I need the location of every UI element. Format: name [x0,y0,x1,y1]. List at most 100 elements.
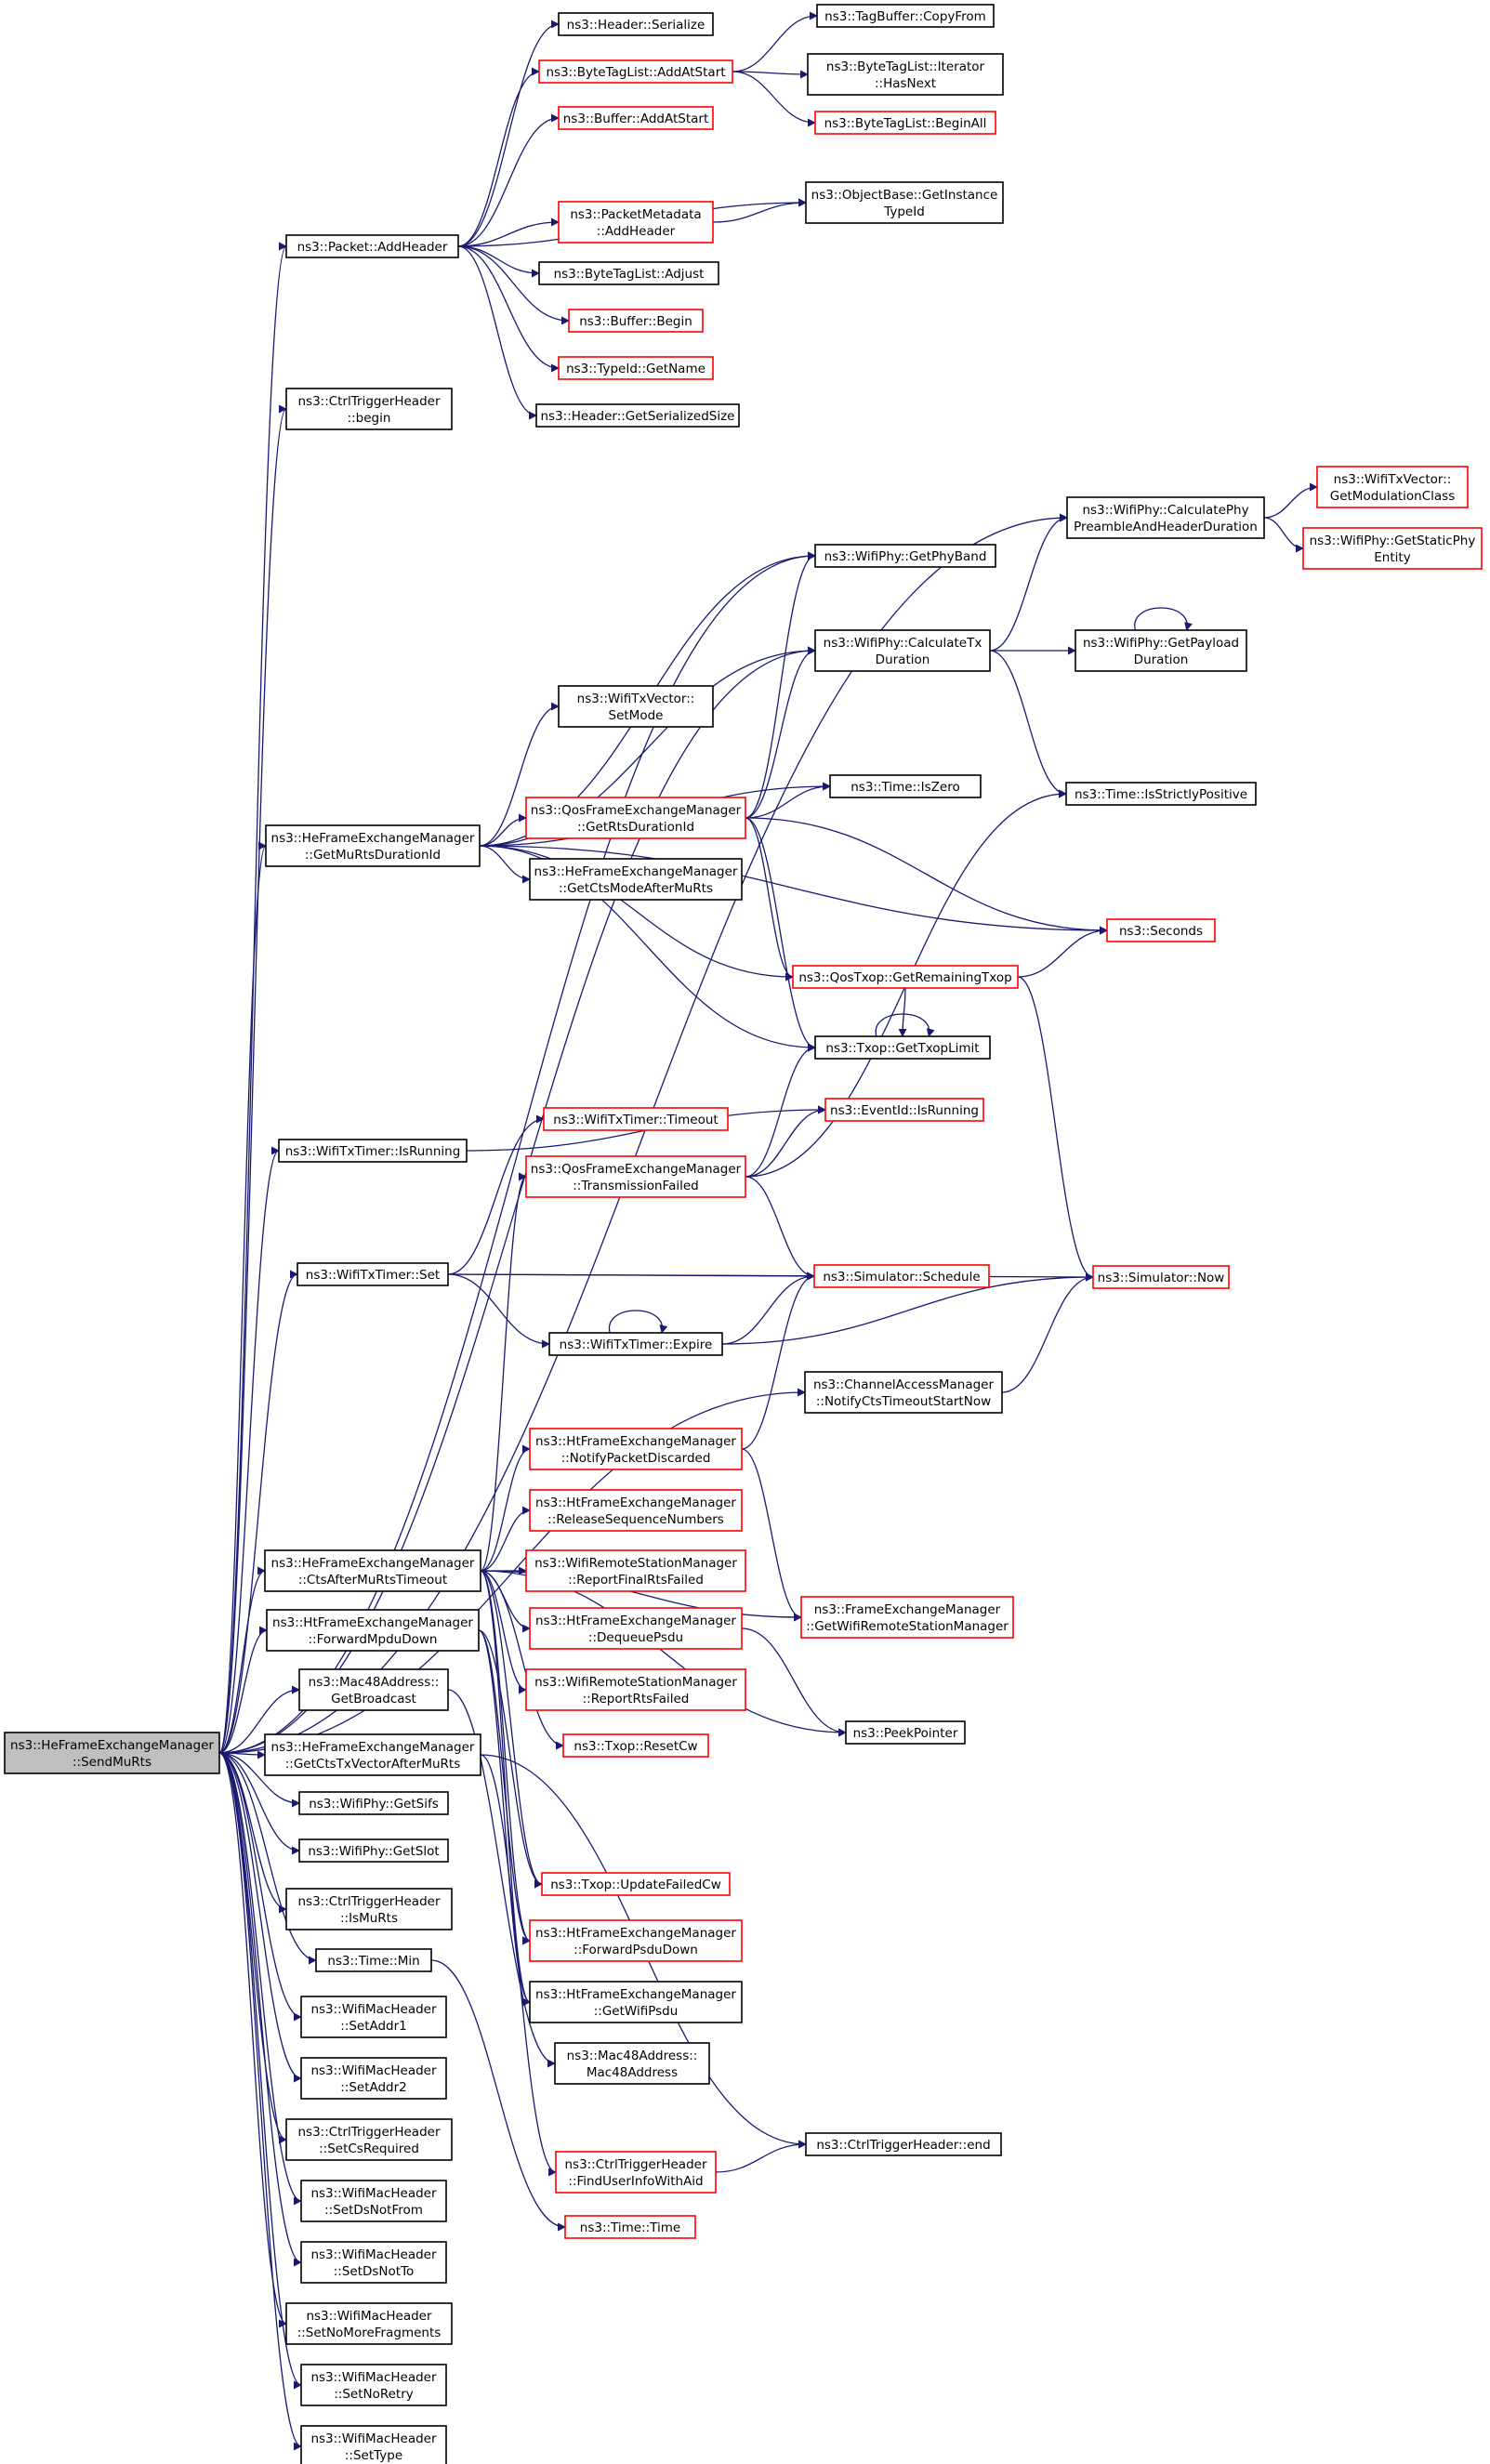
graph-node-ctrl_finduser[interactable]: ns3::CtrlTriggerHeader::FindUserInfoWith… [555,2151,717,2194]
node-label-line: SetMode [609,708,664,723]
graph-node-header_getsersize[interactable]: ns3::Header::GetSerializedSize [535,403,740,428]
graph-node-getbroadcast[interactable]: ns3::Mac48Address::GetBroadcast [298,1668,449,1711]
graph-node-ismurts[interactable]: ns3::CtrlTriggerHeader::IsMuRts [285,1888,453,1930]
node-box [298,1791,449,1815]
graph-node-seconds[interactable]: ns3::Seconds [1106,918,1216,942]
graph-node-root[interactable]: ns3::HeFrameExchangeManager::SendMuRts [4,1732,220,1774]
node-box [805,2132,1002,2156]
call-edge-packet_addheader-to-buffer_begin [457,245,570,325]
graph-node-getmurts[interactable]: ns3::HeFrameExchangeManager::GetMuRtsDur… [265,824,481,867]
graph-node-btl_beginall[interactable]: ns3::ByteTagList::BeginAll [814,111,996,135]
graph-node-setdsnotto[interactable]: ns3::WifiMacHeader::SetDsNotTo [300,2241,447,2284]
call-edge-root-to-setcsreq [218,1752,287,2144]
graph-node-setaddr1[interactable]: ns3::WifiMacHeader::SetAddr1 [300,1996,447,2038]
node-box [265,824,481,867]
call-edge-txop_gettxoplimit-to-txop_gettxoplimit [875,1013,935,1037]
graph-node-txop_gettxoplimit[interactable]: ns3::Txop::GetTxopLimit [814,1035,991,1060]
graph-node-wifitxvec_getmodclass[interactable]: ns3::WifiTxVector::GetModulationClass [1316,466,1469,508]
graph-node-timemin[interactable]: ns3::Time::Min [315,1948,432,1972]
graph-node-ctrl_begin[interactable]: ns3::CtrlTriggerHeader::begin [285,388,453,430]
graph-node-getctsmode[interactable]: ns3::HeFrameExchangeManager::GetCtsModeA… [529,858,743,901]
call-edge-getctstxvec-to-ctrl_finduser [480,1754,557,2177]
graph-node-time_iszero[interactable]: ns3::Time::IsZero [829,774,982,798]
call-edge-root-to-forwardmpdu [218,1626,268,1754]
graph-node-htfem_notifydiscard[interactable]: ns3::HtFrameExchangeManager::NotifyPacke… [529,1428,743,1470]
call-edge-root-to-setdsnotto [218,1752,302,2267]
graph-node-qfem_getrts[interactable]: ns3::QosFrameExchangeManager::GetRtsDura… [525,797,746,839]
graph-node-mac48_mac48[interactable]: ns3::Mac48Address::Mac48Address [554,2042,710,2085]
graph-node-wrsm_reportrts[interactable]: ns3::WifiRemoteStationManager::ReportRts… [525,1668,746,1711]
graph-node-forwardmpdu[interactable]: ns3::HtFrameExchangeManager::ForwardMpdu… [266,1609,480,1652]
graph-node-htfem_forwardpsdu[interactable]: ns3::HtFrameExchangeManager::ForwardPsdu… [529,1919,743,1962]
graph-node-txtimer_set[interactable]: ns3::WifiTxTimer::Set [297,1262,449,1286]
graph-node-qfem_txfailed[interactable]: ns3::QosFrameExchangeManager::Transmissi… [525,1155,746,1198]
call-edge-packet_addheader-to-typeid_getname [457,245,560,373]
graph-node-htfem_dequeue[interactable]: ns3::HtFrameExchangeManager::DequeuePsdu [529,1607,743,1650]
call-edge-getbroadcast-to-mac48_mac48 [447,1689,556,2068]
graph-node-txop_updatecw[interactable]: ns3::Txop::UpdateFailedCw [541,1872,731,1896]
node-label-line: ns3::ByteTagList::Iterator [826,59,985,74]
graph-node-ctrl_end[interactable]: ns3::CtrlTriggerHeader::end [805,2132,1002,2156]
graph-node-time_time[interactable]: ns3::Time::Time [564,2215,696,2239]
graph-node-getslot[interactable]: ns3::WifiPhy::GetSlot [298,1838,449,1863]
call-edge-root-to-ctsafter [218,1566,266,1754]
graph-node-setdsnotfrom[interactable]: ns3::WifiMacHeader::SetDsNotFrom [300,2180,447,2222]
graph-node-wifiphy_calcpreamble[interactable]: ns3::WifiPhy::CalculatePhyPreambleAndHea… [1066,496,1265,539]
call-edge-root-to-getsifs [218,1752,300,1808]
graph-node-header_serialize[interactable]: ns3::Header::Serialize [558,12,714,36]
graph-node-btl_adjust[interactable]: ns3::ByteTagList::Adjust [538,261,719,285]
graph-node-txop_resetcw[interactable]: ns3::Txop::ResetCw [562,1733,709,1758]
node-label-line: ns3::WifiRemoteStationManager [534,1556,737,1571]
node-box [4,1732,220,1774]
call-edge-qfem_getrts-to-time_iszero [745,782,831,819]
node-label-line: ns3::ObjectBase::GetInstance [811,188,998,203]
call-edge-packet_addheader-to-btl_addatstart [457,67,540,247]
graph-node-wifiphy_getphyband[interactable]: ns3::WifiPhy::GetPhyBand [814,544,996,568]
node-label-line: ::SetAddr1 [340,2019,407,2034]
graph-node-txtimer_timeout[interactable]: ns3::WifiTxTimer::Timeout [543,1107,729,1131]
graph-node-sim_now[interactable]: ns3::Simulator::Now [1092,1265,1230,1289]
graph-node-getsifs[interactable]: ns3::WifiPhy::GetSifs [298,1791,449,1815]
graph-node-htfem_releaseseq[interactable]: ns3::HtFrameExchangeManager::ReleaseSequ… [529,1489,743,1532]
graph-node-buffer_begin[interactable]: ns3::Buffer::Begin [568,309,704,333]
graph-node-setcsreq[interactable]: ns3::CtrlTriggerHeader::SetCsRequired [285,2118,453,2161]
graph-node-fem_getwrsm[interactable]: ns3::FrameExchangeManager::GetWifiRemote… [800,1596,1014,1639]
node-box [814,629,991,672]
graph-node-eventid_isrunning[interactable]: ns3::EventId::IsRunning [824,1098,984,1122]
graph-node-peekpointer[interactable]: ns3::PeekPointer [845,1720,966,1745]
graph-node-btl_iter_hasnext[interactable]: ns3::ByteTagList::Iterator::HasNext [807,53,1004,96]
graph-node-getctstxvec[interactable]: ns3::HeFrameExchangeManager::GetCtsTxVec… [264,1733,481,1776]
graph-node-wifitxvec_setmode[interactable]: ns3::WifiTxVector::SetMode [558,685,714,728]
graph-node-htfem_getwifipsdu[interactable]: ns3::HtFrameExchangeManager::GetWifiPsdu [529,1981,743,2023]
graph-node-typeid_getname[interactable]: ns3::TypeId::GetName [558,356,714,380]
graph-node-buffer_addatstart[interactable]: ns3::Buffer::AddAtStart [558,106,714,130]
graph-node-setaddr2[interactable]: ns3::WifiMacHeader::SetAddr2 [300,2057,447,2100]
node-label-line: ns3::HeFrameExchangeManager [534,864,738,879]
graph-node-ctsafter[interactable]: ns3::HeFrameExchangeManager::CtsAfterMuR… [264,1549,481,1592]
node-box [1092,1265,1230,1289]
call-edge-wifiphy_calcpreamble-to-wifiphy_getstaticphy [1263,517,1304,553]
graph-node-txtimer_expire[interactable]: ns3::WifiTxTimer::Expire [548,1332,723,1356]
graph-node-setnomorefrag[interactable]: ns3::WifiMacHeader::SetNoMoreFragments [285,2302,453,2345]
node-box [525,797,746,839]
call-edge-ctsafter-to-wrsm_reportrts [480,1570,527,1694]
graph-node-txtimer_isrunning[interactable]: ns3::WifiTxTimer::IsRunning [278,1139,468,1163]
graph-node-tagbuf_copyfrom[interactable]: ns3::TagBuffer::CopyFrom [816,4,995,28]
graph-node-pm_addheader[interactable]: ns3::PacketMetadata::AddHeader [558,201,714,244]
graph-node-wrsm_reportfinal[interactable]: ns3::WifiRemoteStationManager::ReportFin… [525,1549,746,1592]
graph-node-settype[interactable]: ns3::WifiMacHeader::SetType [300,2425,447,2464]
graph-node-qostxop_getremaining[interactable]: ns3::QosTxop::GetRemainingTxop [792,965,1019,989]
graph-node-btl_addatstart[interactable]: ns3::ByteTagList::AddAtStart [538,59,733,84]
node-label-line: ::ReportFinalRtsFailed [568,1573,704,1588]
graph-node-time_isstrictpos[interactable]: ns3::Time::IsStrictlyPositive [1065,782,1257,806]
graph-node-cam_notifycts[interactable]: ns3::ChannelAccessManager::NotifyCtsTime… [804,1371,1003,1414]
node-box [558,685,714,728]
graph-node-packet_addheader[interactable]: ns3::Packet::AddHeader [285,234,459,258]
node-label-line: ns3::WifiPhy::GetSlot [308,1844,439,1859]
graph-node-sim_schedule[interactable]: ns3::Simulator::Schedule [813,1264,990,1288]
graph-node-setnoretry[interactable]: ns3::WifiMacHeader::SetNoRetry [300,2364,447,2406]
